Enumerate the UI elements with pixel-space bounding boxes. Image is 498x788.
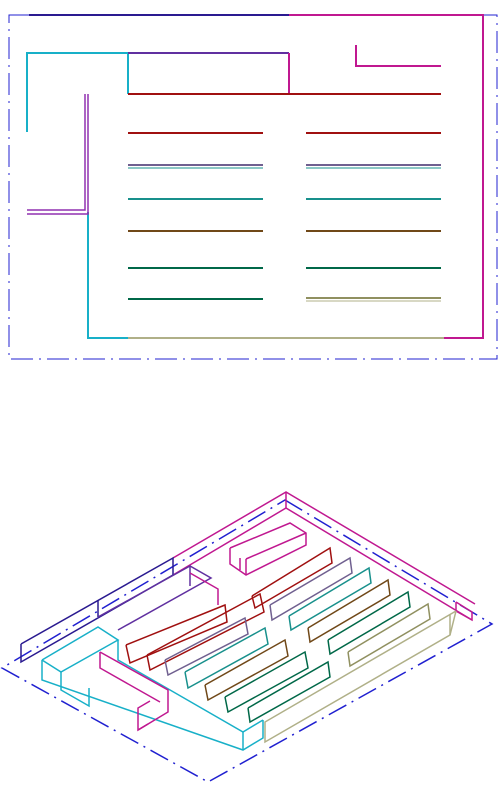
- iso-outer-wall-magenta: [172, 491, 476, 622]
- iso-partition-purple: [99, 651, 169, 732]
- iso-shelf-row-2-grayviolet: [164, 556, 353, 677]
- iso-shelf-row-6-olive: [347, 602, 431, 668]
- iso-shelf-row-5-green: [224, 590, 411, 724]
- iso-inner-purple: [97, 565, 213, 631]
- iso-shelf-row-3-teal: [184, 566, 372, 690]
- plan-top-right-magenta: [355, 45, 441, 67]
- iso-shelf-row-4-brown: [204, 578, 391, 702]
- isometric-view: [0, 491, 494, 783]
- iso-right-wall-khaki: [264, 610, 457, 744]
- iso-shelf-row-1-red: [125, 546, 333, 672]
- plan-view: [8, 14, 498, 360]
- iso-outer-wall-navy: [20, 556, 174, 664]
- plan-shelf-left: [128, 132, 263, 300]
- plan-outer-wall-magenta: [289, 14, 484, 339]
- plan-purple-partition: [27, 94, 89, 215]
- iso-inner-magenta: [189, 522, 307, 605]
- plan-shelf-right: [306, 132, 441, 302]
- plan-corner-cyan: [26, 52, 129, 132]
- plan-left-wall-cyan: [87, 212, 128, 339]
- iso-boundary-dashdot: [0, 499, 494, 783]
- iso-left-wall-cyan: [41, 626, 264, 751]
